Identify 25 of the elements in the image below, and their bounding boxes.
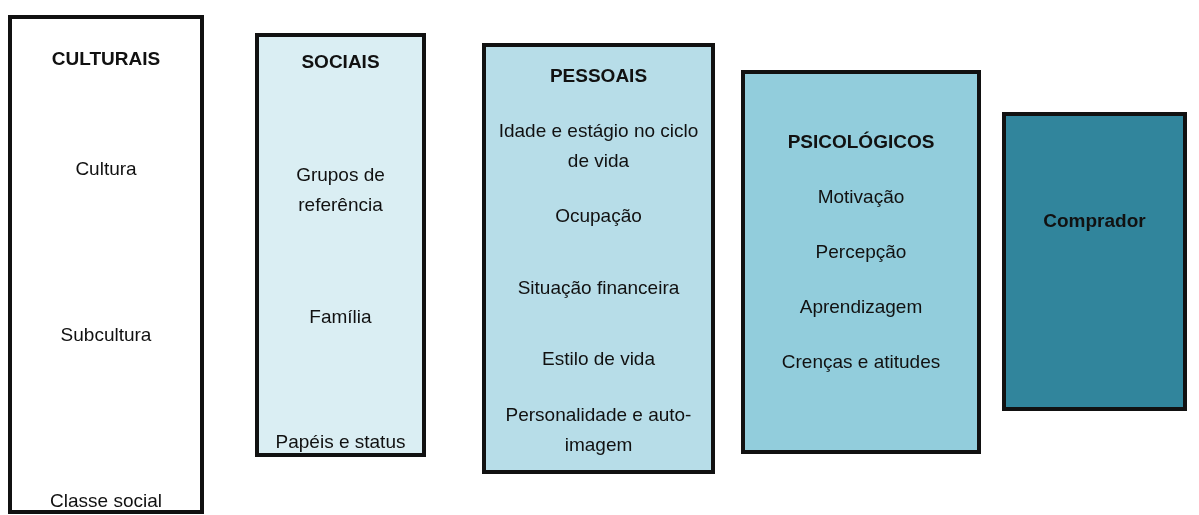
box-heading: PESSOAIS (548, 63, 649, 88)
factor-text: Grupos de referência (295, 162, 386, 217)
box-heading: SOCIAIS (300, 49, 381, 74)
factor-text: Ocupação (554, 203, 643, 228)
factor-box (8, 15, 204, 514)
factor-text: Crenças e atitudes (780, 349, 942, 374)
factor-text: Motivação (816, 184, 906, 209)
box-heading: CULTURAIS (50, 46, 162, 71)
factor-text: Percepção (814, 239, 908, 264)
box-heading: Comprador (1042, 208, 1147, 233)
factor-text: Classe social (49, 488, 163, 513)
box-heading: PSICOLÓGICOS (786, 129, 936, 154)
factor-text: Papéis e status (274, 429, 407, 454)
factor-text: Personalidade e auto-imagem (504, 402, 693, 457)
factor-text: Situação financeira (516, 275, 681, 300)
factor-text: Estilo de vida (541, 346, 656, 371)
factor-text: Família (308, 304, 373, 329)
factor-box (482, 43, 715, 474)
factor-text: Aprendizagem (798, 294, 924, 319)
factor-text: Subcultura (59, 322, 153, 347)
factor-text: Idade e estágio no ciclo de vida (497, 118, 700, 173)
factor-text: Cultura (74, 156, 138, 181)
factor-box (1002, 112, 1187, 411)
factor-box (741, 70, 981, 454)
factor-box (255, 33, 426, 457)
